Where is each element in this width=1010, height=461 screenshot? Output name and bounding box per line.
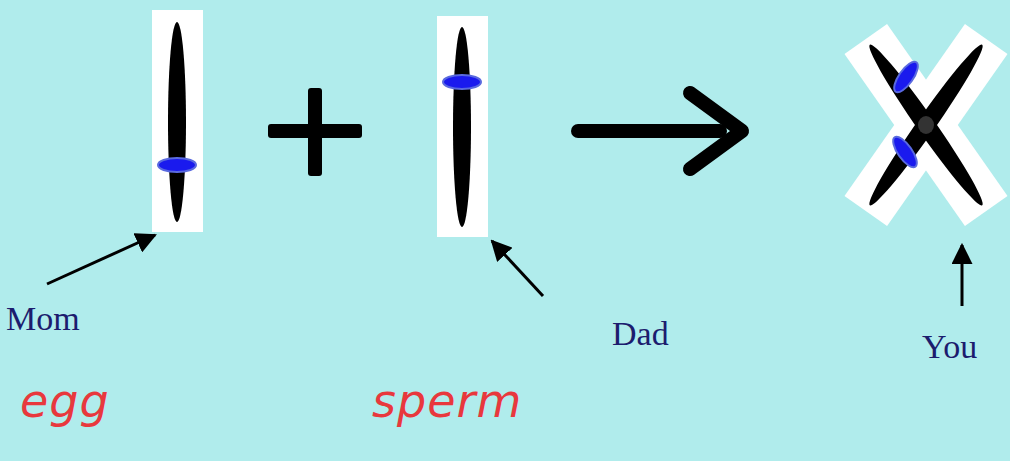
leader-line — [492, 241, 543, 296]
parent-label: Mom — [6, 302, 80, 336]
mom-chromosome — [152, 10, 203, 232]
offspring-label: You — [922, 330, 977, 364]
cell-note: sperm — [372, 378, 522, 424]
paired-chromosome — [844, 24, 1007, 226]
plus-sign — [268, 88, 362, 176]
cell-note: egg — [20, 378, 110, 424]
result-arrow — [578, 93, 742, 169]
parent-label: Dad — [612, 317, 669, 351]
leader-line — [47, 235, 155, 284]
dad-chromosome — [437, 16, 488, 237]
leader-line — [961, 245, 964, 306]
